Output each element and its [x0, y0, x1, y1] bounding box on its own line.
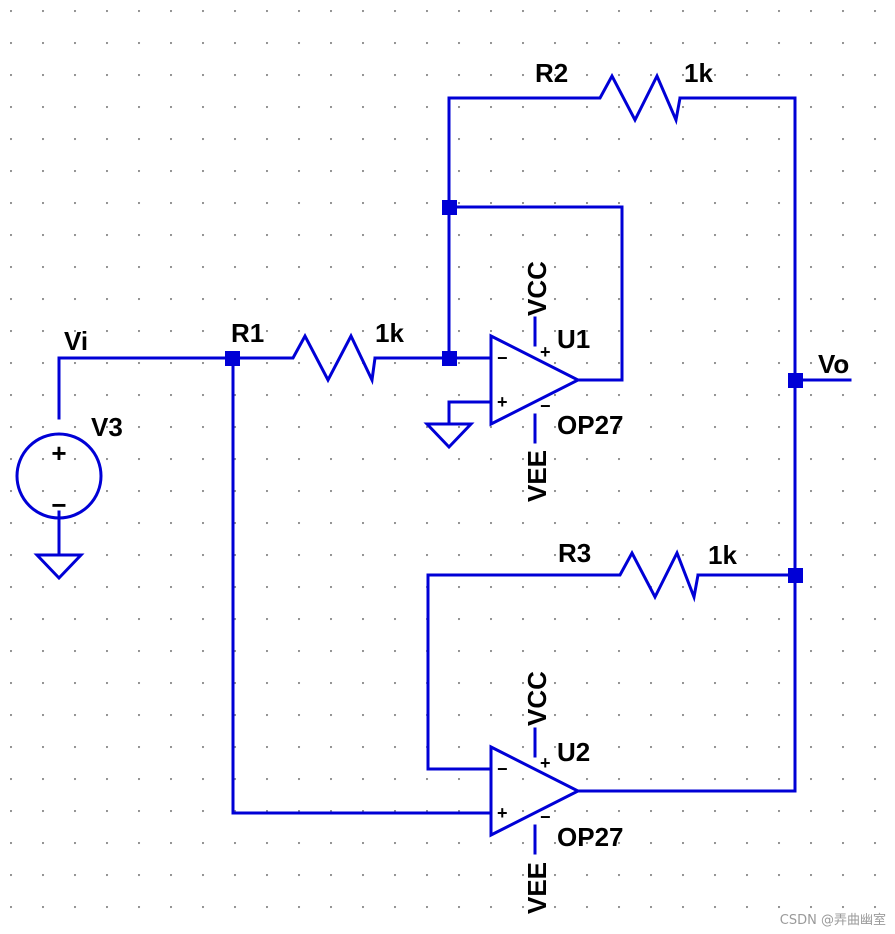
r1-ref-label: R1 [231, 318, 264, 348]
opamp-u1-vplus-sign: + [540, 342, 551, 362]
junctions [225, 200, 803, 583]
source-circle [15, 432, 103, 520]
junction-r3 [788, 568, 803, 583]
ground-symbol-u1 [423, 422, 475, 450]
source-minus-sign: − [51, 490, 66, 520]
wire-vi [57, 356, 287, 420]
junction-vi [225, 351, 240, 366]
ground-symbol-v3 [33, 553, 85, 581]
u2-vcc-label: VCC [522, 671, 552, 726]
opamp-u2-body [489, 744, 582, 838]
net-label-vi: Vi [64, 326, 88, 356]
r2-ref-label: R2 [535, 58, 568, 88]
u1-vcc-label: VCC [522, 261, 552, 316]
junction-feedback [442, 200, 457, 215]
wire-u1-feedback [447, 205, 624, 382]
u1-ref-label: U1 [557, 324, 590, 354]
opamp-u2-vplus-sign: + [540, 753, 551, 773]
junction-vo [788, 373, 803, 388]
wire-u1-noninv-gnd [447, 400, 492, 424]
opamp-u2-vminus-sign: − [540, 807, 551, 827]
opamp-u1-body [489, 333, 582, 427]
u2-vee-label: VEE [522, 862, 552, 914]
resistor-r3[interactable] [612, 549, 700, 603]
wires [57, 96, 852, 855]
opamp-u1-inv-sign: − [497, 348, 508, 368]
net-label-vo: Vo [818, 349, 849, 379]
opamp-u1-vminus-sign: − [540, 396, 551, 416]
source-ref-label: V3 [91, 412, 123, 442]
wire-r3-u2-inv [426, 573, 614, 771]
wire-vo [578, 96, 797, 793]
r1-value-label: 1k [375, 318, 404, 348]
opamp-u1-noninv-sign: + [497, 392, 508, 412]
u1-vee-label: VEE [522, 450, 552, 502]
resistor-r1[interactable] [285, 332, 377, 386]
voltage-source-v3[interactable]: + − [15, 432, 103, 520]
wire-vi-u2 [231, 356, 492, 815]
opamp-u2-inv-sign: − [497, 759, 508, 779]
opamp-u1[interactable]: − + + − [489, 333, 582, 427]
u2-ref-label: U2 [557, 737, 590, 767]
u1-model-label: OP27 [557, 410, 624, 440]
u2-model-label: OP27 [557, 822, 624, 852]
opamp-u2-noninv-sign: + [497, 803, 508, 823]
watermark: CSDN @弄曲幽室 [780, 912, 886, 928]
junction-u1-inv [442, 351, 457, 366]
wire-u1-inv-r2 [447, 96, 594, 360]
r2-value-label: 1k [684, 58, 713, 88]
source-plus-sign: + [51, 438, 66, 468]
resistor-r2[interactable] [592, 72, 682, 126]
r3-ref-label: R3 [558, 538, 591, 568]
opamp-u2[interactable]: − + + − [489, 744, 582, 838]
r3-value-label: 1k [708, 540, 737, 570]
